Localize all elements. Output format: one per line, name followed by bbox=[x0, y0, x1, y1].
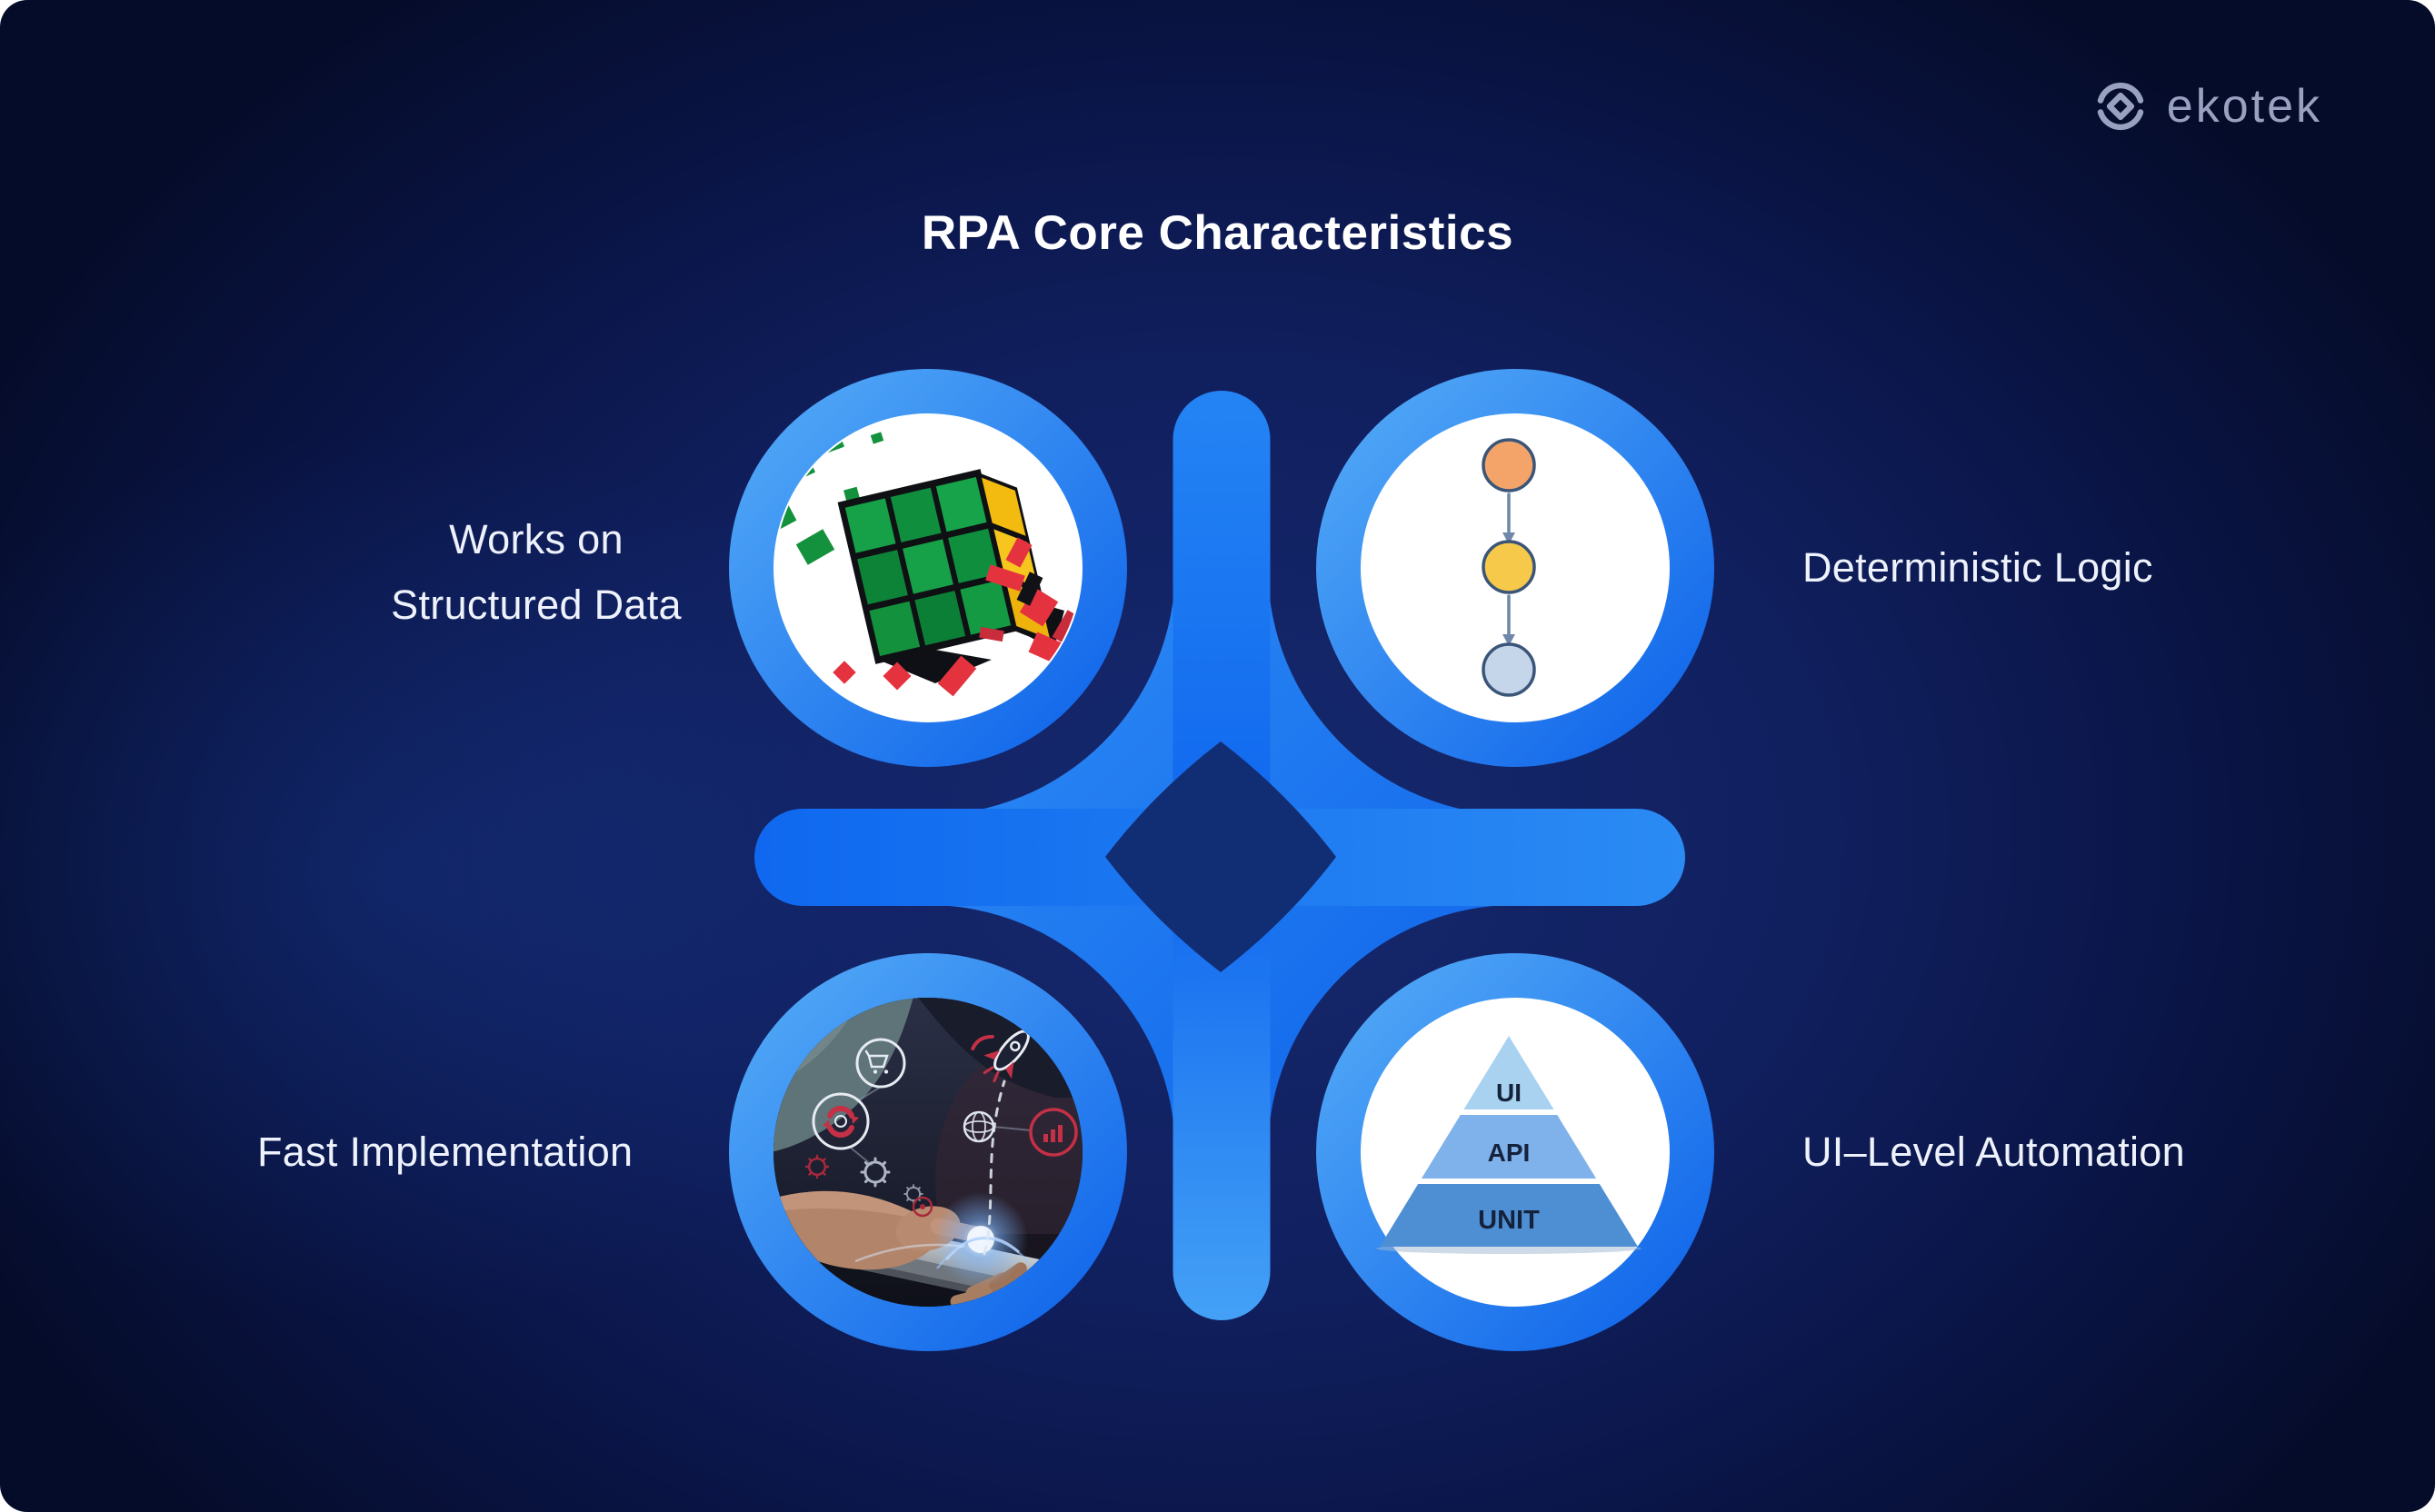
pyramid-tier-api bbox=[1421, 1115, 1597, 1179]
ekotek-wordmark: ekotek bbox=[2166, 80, 2322, 133]
label-works-on-structured-data: Works on Structured Data bbox=[336, 507, 736, 638]
label-line: Works on bbox=[449, 516, 624, 562]
target-red-icon bbox=[912, 1196, 933, 1218]
circle-deterministic-logic bbox=[1316, 369, 1714, 767]
label-deterministic-logic: Deterministic Logic bbox=[1802, 543, 2153, 592]
label-line: UI–Level Automation bbox=[1802, 1129, 2185, 1175]
cross-connector bbox=[754, 391, 1685, 1320]
pyramid-label-api: API bbox=[1488, 1139, 1531, 1167]
circle-fast-implementation bbox=[729, 953, 1127, 1351]
label-fast-implementation: Fast Implementation bbox=[257, 1128, 633, 1177]
flow-node-end bbox=[1482, 642, 1536, 697]
globe-icon bbox=[963, 1110, 995, 1143]
sequence-flow-icon bbox=[1482, 438, 1536, 697]
circle-ui-level-automation: UI API UNIT bbox=[1316, 953, 1714, 1351]
label-ui-level-automation: UI–Level Automation bbox=[1802, 1128, 2185, 1177]
hand-touchscreen-photo bbox=[773, 998, 1083, 1307]
pyramid-tier-ui bbox=[1463, 1036, 1554, 1109]
rubiks-cube-icon bbox=[775, 432, 1081, 697]
gear-icon bbox=[860, 1157, 891, 1188]
flow-node-start bbox=[1482, 438, 1536, 492]
ekotek-mark-icon bbox=[2097, 82, 2143, 131]
ekotek-logo: ekotek bbox=[2091, 76, 2322, 136]
label-line: Fast Implementation bbox=[257, 1129, 634, 1175]
bar-chart-icon bbox=[1029, 1108, 1078, 1157]
page-title: RPA Core Characteristics bbox=[921, 206, 1514, 260]
pyramid-tier-unit bbox=[1380, 1184, 1638, 1247]
rocket-trajectory-dashed-line bbox=[983, 1079, 1006, 1256]
pyramid-label-ui: UI bbox=[1496, 1079, 1522, 1107]
cart-icon bbox=[855, 1038, 906, 1089]
test-pyramid-icon: UI API UNIT bbox=[1376, 1036, 1642, 1254]
label-line: Deterministic Logic bbox=[1802, 544, 2153, 591]
pyramid-label-unit: UNIT bbox=[1478, 1206, 1540, 1235]
gear-red-icon bbox=[804, 1154, 830, 1179]
center-diamond bbox=[1105, 741, 1336, 972]
circle-structured-data bbox=[729, 369, 1127, 767]
label-line: Structured Data bbox=[391, 582, 682, 628]
flow-node-middle bbox=[1482, 540, 1536, 594]
sync-arrows-icon bbox=[812, 1092, 870, 1150]
